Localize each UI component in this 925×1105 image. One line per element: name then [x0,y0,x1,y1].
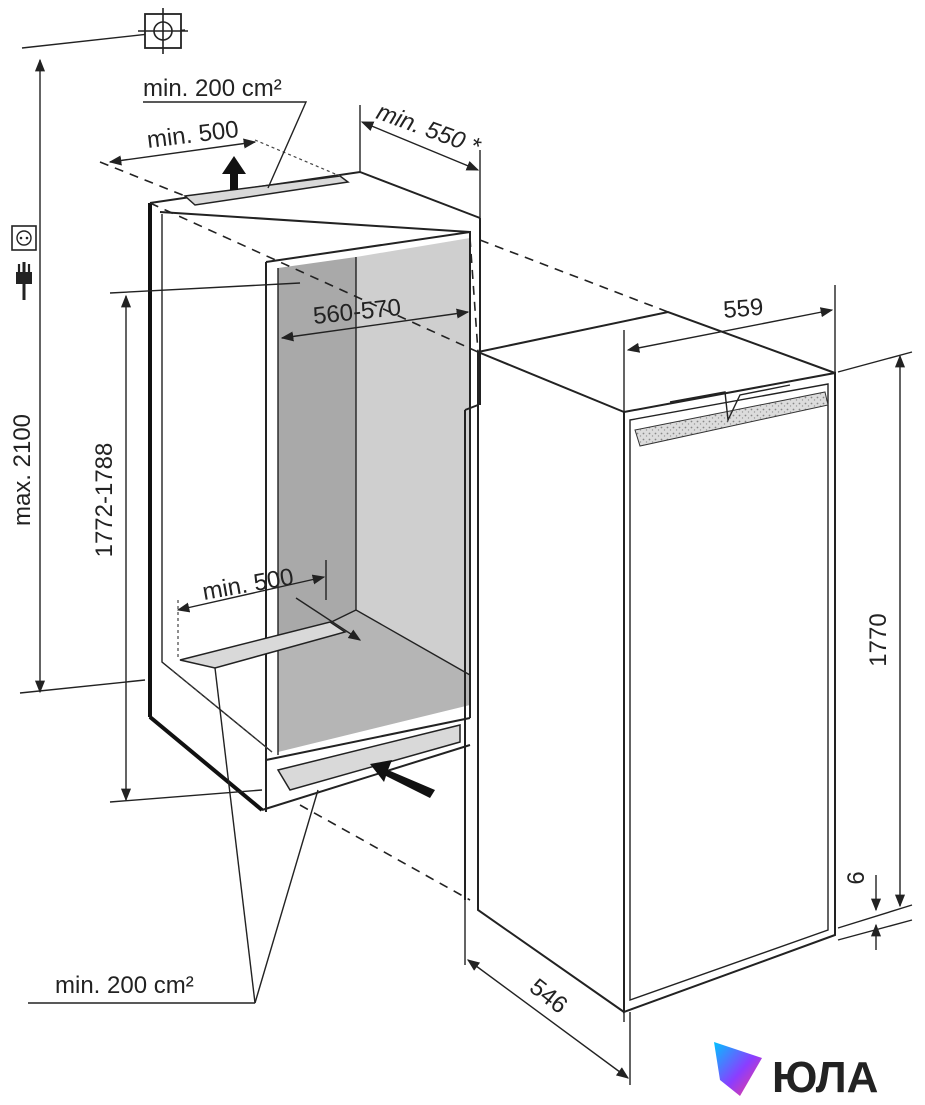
dim-niche-height: 1772-1788 [91,282,301,803]
label-appliance-depth: 546 [524,973,572,1019]
label-niche-height: 1772-1788 [91,443,118,558]
top-vent [183,175,350,206]
cabinet-niche [148,170,481,812]
dim-appliance-width: 559 [623,285,836,412]
dim-bottom-vent-area: min. 200 cm² [28,667,319,1004]
dim-top-vent-width: min. 500 [108,116,257,166]
dim-niche-width: 560-570 [280,294,470,342]
label-gap: 6 [843,871,870,884]
dim-gap: 6 [837,871,913,950]
ground-plug-icon [16,262,32,300]
label-appliance-width: 559 [722,294,764,324]
dim-depth: min. 550 * [359,98,484,218]
label-max-height: max. 2100 [9,414,36,526]
label-top-vent-area: min. 200 cm² [143,75,282,102]
label-appliance-height: 1770 [865,613,892,666]
arrow-up-icon [222,156,246,190]
dim-max-height: max. 2100 [9,29,186,694]
label-bottom-vent-area: min. 200 cm² [55,972,194,999]
dim-top-vent-area: min. 200 cm² [143,75,308,189]
yula-logo-text: ЮЛА [772,1053,878,1100]
yula-logo-mark [714,1042,762,1096]
bottom-vent-plinth [276,724,461,791]
label-top-vent-width: min. 500 [145,116,240,154]
dim-appliance-height: 1770 [837,351,913,929]
yula-logo: ЮЛА [714,1042,878,1102]
appliance-top-strip [634,391,829,447]
socket-icon [11,225,37,251]
bottom-vent-back [179,621,347,669]
crosshair-outlet-icon [138,8,188,54]
arrow-in-icon [370,760,435,798]
appliance [464,310,836,1022]
dim-appliance-depth: 546 [464,900,631,1085]
label-depth-min: min. 550 * [373,98,484,161]
